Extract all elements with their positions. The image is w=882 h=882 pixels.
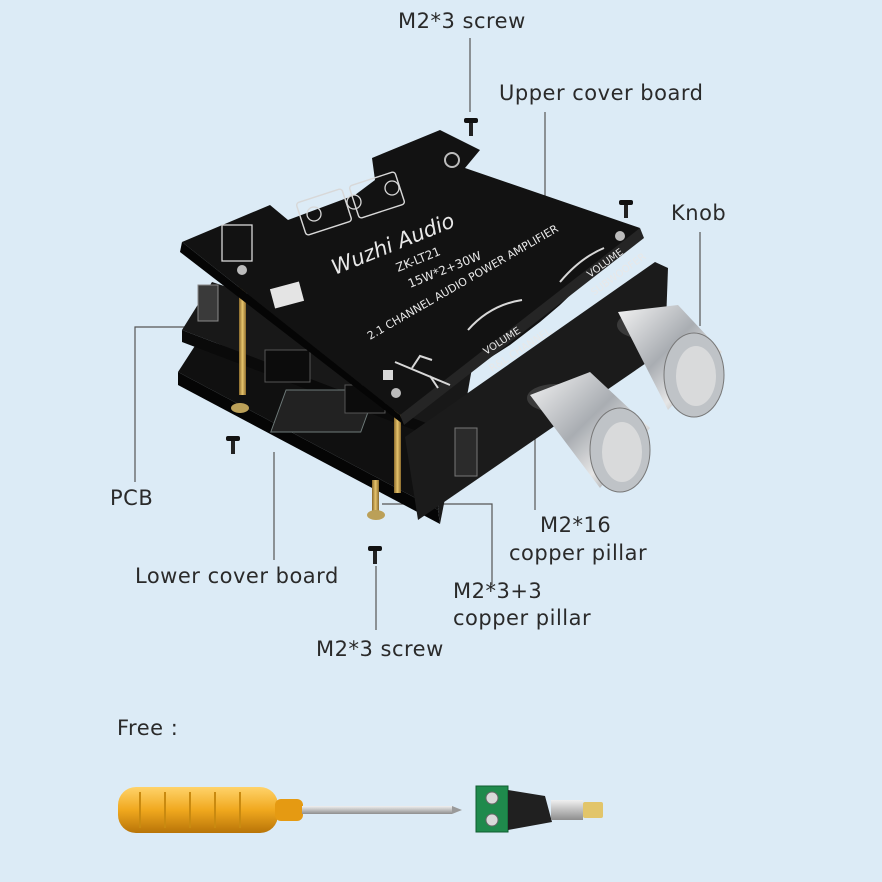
usb-icon: [394, 354, 451, 389]
label-upper-cover-board: Upper cover board: [499, 81, 704, 105]
label-m2-16-pillar-sub: copper pillar: [509, 541, 648, 565]
screw-bottom-icon: [368, 546, 382, 564]
screwdriver-icon: [118, 787, 462, 833]
label-m2-3-3-pillar: M2*3+3: [453, 579, 543, 603]
screw-left-icon: [226, 436, 240, 454]
label-lower-cover-board: Lower cover board: [135, 564, 339, 588]
knob-rl-channel: [527, 372, 651, 493]
label-m2-3-3-pillar-sub: copper pillar: [453, 606, 592, 630]
dc-connector-icon: [475, 785, 603, 833]
label-pcb: PCB: [110, 486, 154, 510]
label-free: Free :: [117, 716, 179, 740]
label-m2-16-pillar: M2*16: [540, 512, 611, 538]
label-m2-16-line1: M2*16: [540, 513, 612, 537]
upper-cover-board: [180, 130, 644, 425]
screw-right-icon: [619, 200, 633, 218]
screw-top-icon: [464, 118, 478, 136]
label-bottom-screw: M2*3 screw: [316, 637, 444, 661]
label-top-screw: M2*3 screw: [398, 9, 526, 33]
knob-subwoofer: [617, 305, 725, 418]
label-knob: Knob: [671, 201, 727, 225]
